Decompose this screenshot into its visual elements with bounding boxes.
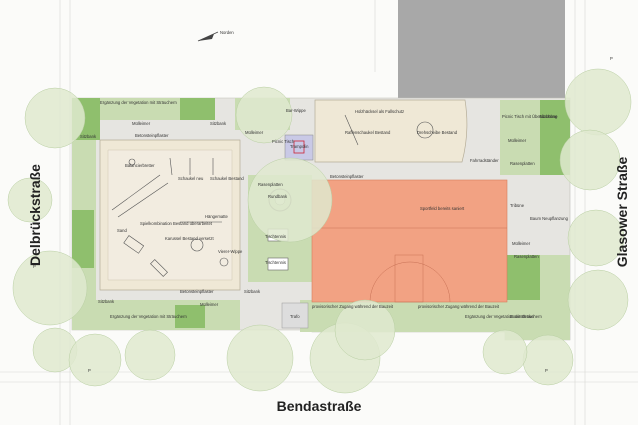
label-schaukel-neu: Schaukel neu [178, 176, 204, 181]
table-tennis-2 [267, 257, 289, 271]
north-label: Norden [220, 30, 234, 35]
parking-marker: P [33, 264, 36, 269]
label-schaukel-bestand: Schaukel Bestand [210, 176, 244, 181]
label-muelleimer-ne: Mülleimer [508, 138, 527, 143]
label-tischtennis-1: Tischtennis [265, 234, 286, 239]
label-holzhaecksel: Holzhäcksel als Fallschutz [355, 109, 404, 114]
label-trafo: Trafo [290, 314, 300, 319]
parking-marker: P [545, 368, 548, 373]
label-tribuene: Tribüne [510, 203, 525, 208]
label-betonsteinpflaster-s: Betonsteinpflaster [180, 289, 214, 294]
label-sitzbank-nw: Sitzbank [80, 134, 97, 139]
parking-markers: P P P P [33, 56, 613, 373]
label-sitzbank-sw: Sitzbank [98, 299, 115, 304]
label-trampolin: Trampolin [290, 144, 309, 149]
playground-north [314, 99, 468, 163]
label-rundbank: Rundbank [268, 194, 288, 199]
label-muelleimer-n: Mülleimer [132, 121, 151, 126]
label-spielkombination: Spielkombination Bestand überarbeitet [140, 221, 213, 226]
label-karussel: Karussel Bestand versetzt [165, 236, 214, 241]
label-raffenschaukel: Raffenschaukel Bestand [345, 130, 391, 135]
label-bar-wippe: Bar-Wippe [286, 108, 306, 113]
playground-inner [107, 149, 233, 281]
label-vegetation-nw: Ergänzung der Vegetation mit Sträuchern [100, 100, 177, 105]
label-sitzbuehne: Sitzbühne [539, 114, 558, 119]
label-muelleimer-nc: Mülleimer [245, 130, 264, 135]
label-drehscheibe: Drehscheibe Bestand [417, 130, 458, 135]
label-betonsteinpflaster-n: Betonsteinpflaster [135, 133, 169, 138]
street-delbrueck: Delbrückstraße [27, 164, 43, 266]
parking-marker: P [88, 368, 91, 373]
label-fahrradstaender: Fahrradständer [470, 158, 499, 163]
trampoline [284, 134, 314, 161]
label-sitzbank-s: Sitzbank [244, 289, 261, 294]
label-picnic-tisch-ne: Picnic Tisch mit Überdachung [502, 114, 558, 119]
label-sand: Sand [117, 228, 127, 233]
sport-field [311, 179, 508, 303]
trees [7, 68, 632, 394]
label-vegetation-se: Ergänzung der Vegetation mit Sträuchern [465, 314, 542, 319]
label-provisorischer-zugang-2: provisorischer Zugang während der Bauzei… [418, 304, 500, 309]
label-vierer-wippe: Vierer-Wippe [218, 249, 243, 254]
street-benda: Bendastraße [277, 398, 362, 414]
label-muelleimer-s: Mülleimer [200, 302, 219, 307]
building-shape [398, 0, 565, 140]
label-sitzbank-n: Sitzbank [210, 121, 227, 126]
parking-marker: P [610, 56, 613, 61]
plan-labels: Ergänzung der Vegetation mit Sträuchern … [80, 100, 569, 319]
label-muelleimer-e: Mülleimer [512, 241, 531, 246]
label-bodendecker: Bodendecker [510, 314, 535, 319]
label-betonsteinpflaster-c: Betonsteinpflaster [330, 174, 364, 179]
street-glasower: Glasower Straße [614, 157, 630, 268]
trafo [281, 302, 309, 329]
label-baum-neupflanzung: Baum Neupflanzung [530, 216, 569, 221]
label-vegetation-sw: Ergänzung der Vegetation mit Sträuchern [110, 314, 187, 319]
label-rasenplatten-ne: Rasenplatten [510, 161, 535, 166]
north-arrow: Norden [197, 30, 234, 42]
label-rasenplatten-e: Rasenplatten [514, 254, 539, 259]
play-equipment [111, 114, 434, 277]
label-provisorischer-zugang-1: provisorischer Zugang während der Bauzei… [312, 304, 394, 309]
label-balancierbretter: Balancierbretter [125, 163, 155, 168]
label-tischtennis-2: Tischtennis [265, 260, 286, 265]
label-sportfeld: Sportfeld bereits saniert [420, 206, 465, 211]
label-haengematte: Hängematte [205, 214, 228, 219]
label-picnic-tisch-n: Picnic Tisch [272, 139, 295, 144]
court-lines [312, 227, 507, 303]
label-rasenplatten-c: Rasenplatten [258, 182, 283, 187]
